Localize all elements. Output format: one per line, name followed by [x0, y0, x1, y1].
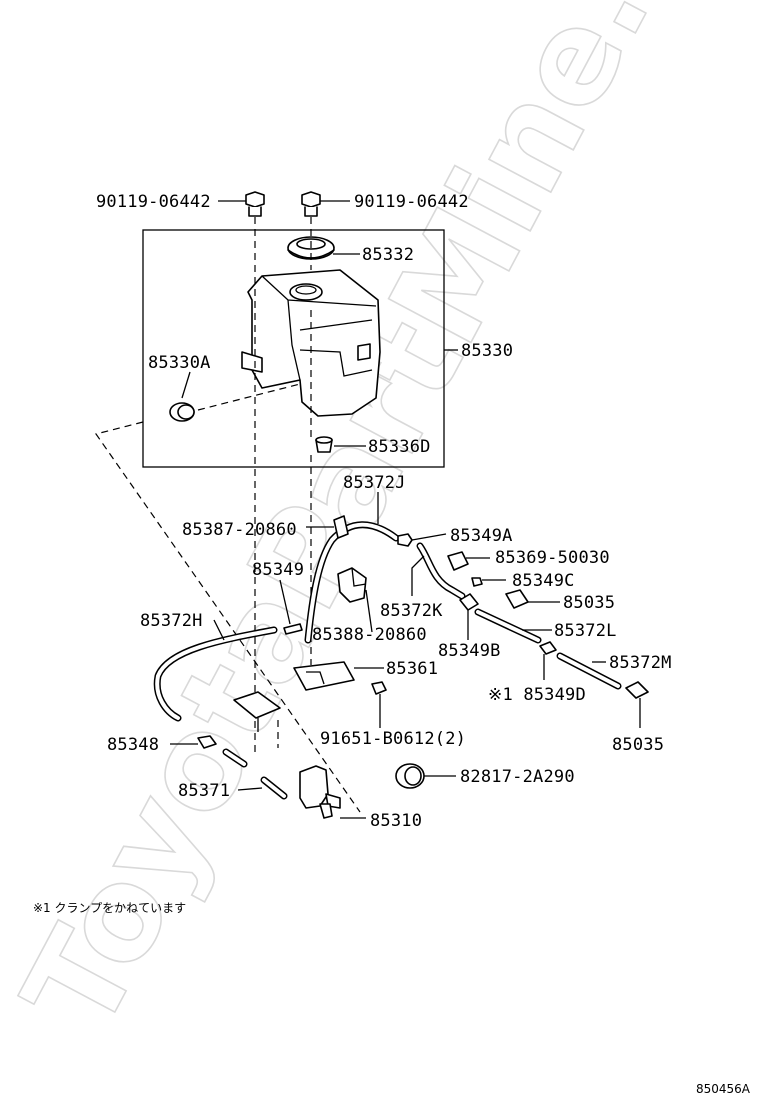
grommet-icon [169, 402, 195, 422]
short-hose-icon [222, 748, 248, 768]
label-85348: 85348 [107, 735, 159, 755]
clamp-85387-icon [306, 515, 349, 539]
tank-assembly-box [142, 229, 445, 468]
label-85372h: 85372H [140, 611, 203, 631]
label-85336d: 85336D [368, 437, 431, 457]
label-85371: 85371 [178, 781, 230, 801]
label-85310: 85310 [370, 811, 422, 831]
label-90119-06442-left: 90119-06442 [96, 192, 211, 212]
hose-85371-icon [237, 776, 288, 800]
bolt-91651-icon [371, 681, 387, 728]
clip-85035-b-icon [625, 681, 649, 728]
grommet-82817-icon [395, 763, 456, 789]
bolt-left-icon [218, 191, 265, 217]
label-85349a: 85349A [450, 526, 513, 546]
label-85035-a: 85035 [563, 593, 615, 613]
tank-grommet-icon [315, 436, 333, 453]
mount-bracket-icon [233, 691, 281, 732]
bracket-85388-icon [337, 567, 373, 633]
hose-connector-85349a-icon [397, 533, 447, 547]
label-85349b: 85349B [438, 641, 501, 661]
footnote: ※1 クランプをかねています [33, 901, 186, 915]
label-85372m: 85372M [609, 653, 672, 673]
connector-85349c-icon [471, 577, 506, 587]
bolt-right-icon [301, 191, 350, 217]
nozzle-85348-icon [170, 735, 217, 749]
clip-85035-a-icon [505, 589, 560, 609]
figure-code: 850456A [696, 1082, 751, 1096]
label-85330: 85330 [461, 341, 513, 361]
label-85388-20860: 85388-20860 [312, 625, 427, 645]
label-91651-b0612: 91651-B0612(2) [320, 729, 466, 749]
label-82817-2a290: 82817-2A290 [460, 767, 575, 787]
washer-reservoir-tank-icon [241, 269, 381, 417]
label-85349d: ※1 85349D [488, 685, 586, 705]
joint-85349b-icon [459, 593, 479, 640]
label-85372l: 85372L [554, 621, 617, 641]
label-85349: 85349 [252, 560, 304, 580]
label-85369-50030: 85369-50030 [495, 548, 610, 568]
connector-85349-icon [279, 579, 303, 635]
label-85332: 85332 [362, 245, 414, 265]
label-85372j: 85372J [343, 473, 406, 493]
label-85330a: 85330A [148, 353, 211, 373]
label-85387-20860: 85387-20860 [182, 520, 297, 540]
label-85372k: 85372K [380, 601, 443, 621]
label-85349c: 85349C [512, 571, 575, 591]
label-90119-06442-right: 90119-06442 [354, 192, 469, 212]
label-85361: 85361 [386, 659, 438, 679]
connector-85349d-icon [539, 641, 557, 680]
label-85035-b: 85035 [612, 735, 664, 755]
washer-pump-icon [299, 765, 366, 819]
clamp-85369-icon [447, 551, 490, 571]
pump-bracket-85361-icon [293, 661, 384, 691]
